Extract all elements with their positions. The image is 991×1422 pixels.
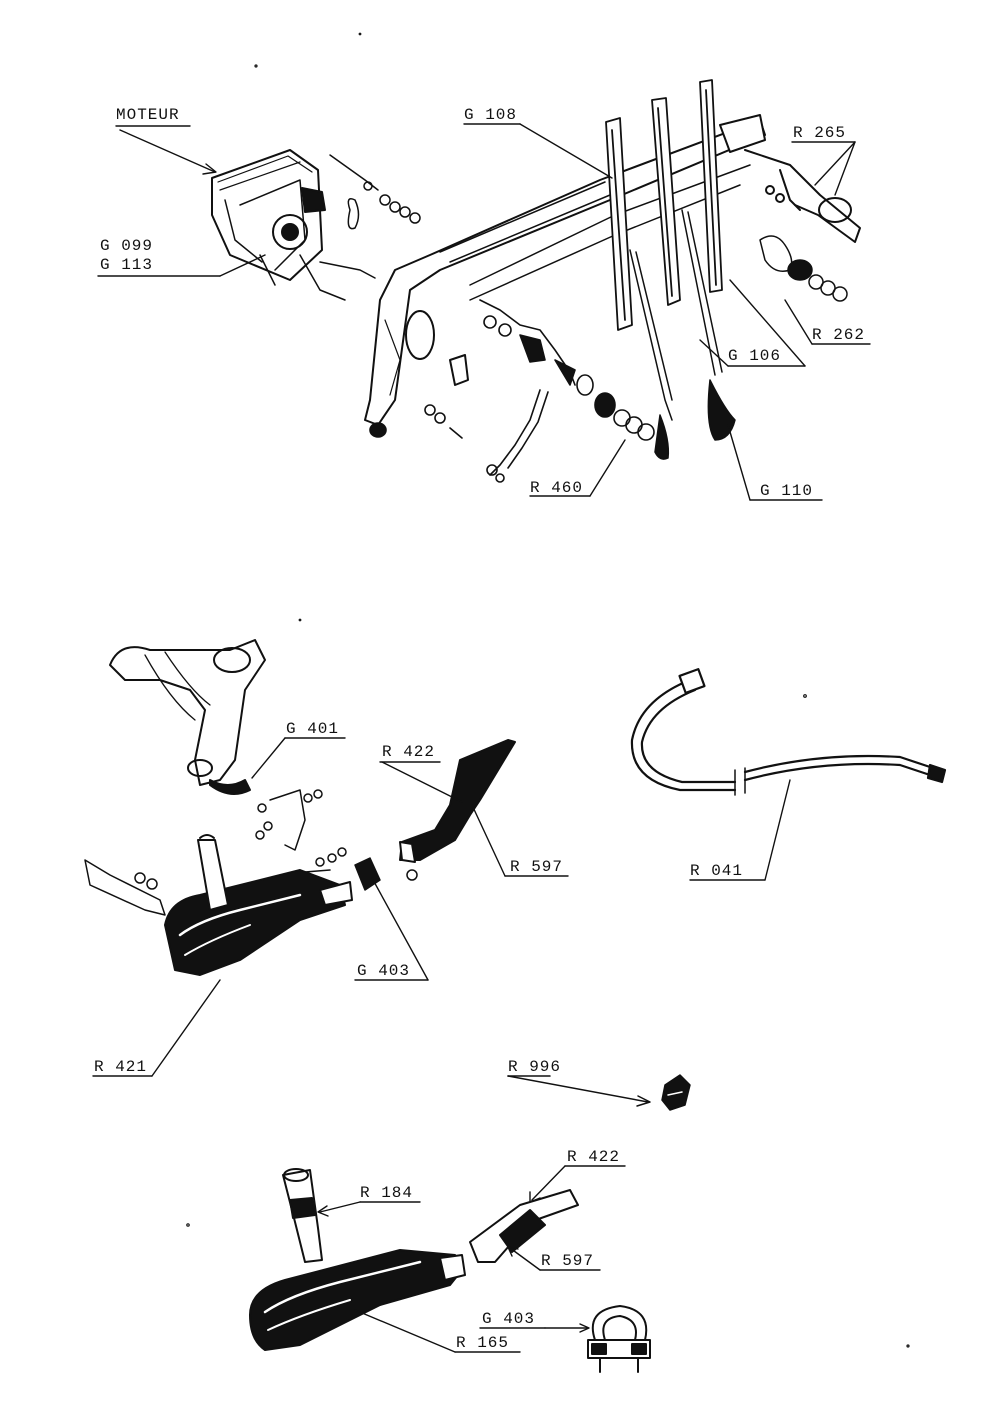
- spindle-assembly-center: [479, 299, 655, 441]
- u-clamp-bottom: [587, 1305, 651, 1373]
- linkage-rod-bottom: [369, 389, 549, 483]
- label-g401: G 401: [286, 720, 340, 738]
- label-g403-top: G 403: [357, 962, 411, 980]
- label-r421: R 421: [94, 1058, 148, 1076]
- r996-part: [507, 1074, 691, 1111]
- label-r165: R 165: [456, 1334, 510, 1352]
- exhaust-manifold: [109, 639, 266, 795]
- leader-lines-mid: [92, 737, 791, 1077]
- label-r184: R 184: [360, 1184, 414, 1202]
- label-g108: G 108: [464, 106, 518, 124]
- label-r265: R 265: [793, 124, 847, 142]
- label-g113: G 113: [100, 256, 154, 274]
- label-r460: R 460: [530, 479, 584, 497]
- speedometer-cable: [630, 668, 947, 796]
- muffler-bottom: [249, 1168, 466, 1351]
- small-fasteners-top: [319, 154, 421, 279]
- label-r422-top: R 422: [382, 743, 436, 761]
- label-g110: G 110: [760, 482, 814, 500]
- leader-lines-bottom: [317, 1165, 626, 1353]
- label-g403-bottom: G 403: [482, 1310, 536, 1328]
- wiper-blades: [605, 79, 723, 331]
- tail-pipe-bottom: [469, 1189, 579, 1263]
- label-r422-bottom: R 422: [567, 1148, 621, 1166]
- label-g106: G 106: [728, 347, 782, 365]
- muffler-mid: [164, 834, 353, 976]
- bracket-left-mid: [84, 859, 166, 916]
- label-r041: R 041: [690, 862, 744, 880]
- bracket-bolts-mid: [255, 789, 323, 851]
- label-r597-bottom: R 597: [541, 1252, 595, 1270]
- scan-specks: [186, 32, 910, 1348]
- label-r262: R 262: [812, 326, 866, 344]
- label-r996: R 996: [508, 1058, 562, 1076]
- grommet-washers-right: [759, 235, 848, 302]
- label-moteur: MOTEUR: [116, 106, 180, 124]
- label-g099: G 099: [100, 237, 154, 255]
- leader-lines-top: [97, 123, 871, 501]
- engine-drawing: [211, 149, 346, 301]
- motor-assembly-right: [719, 114, 861, 243]
- label-r597-top: R 597: [510, 858, 564, 876]
